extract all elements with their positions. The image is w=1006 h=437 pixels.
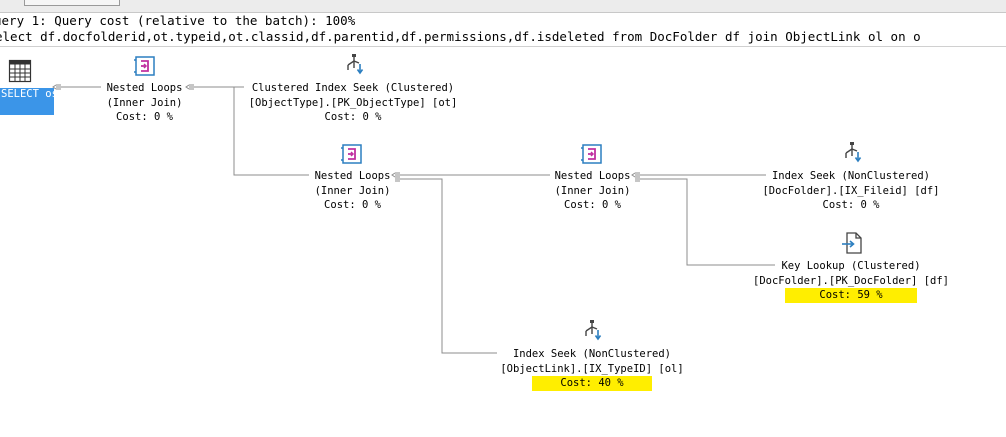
edge-nl2-to-nl1 bbox=[189, 86, 309, 176]
execution-plan-tab[interactable] bbox=[24, 0, 120, 6]
operator-name: Index Seek (NonClustered) bbox=[512, 348, 672, 360]
operator-cost: Cost: 0 % bbox=[324, 111, 382, 123]
operator-cost: Cost: 0 % bbox=[822, 199, 880, 211]
nested-loops-icon[interactable] bbox=[340, 142, 364, 169]
nested-loops-node[interactable]: Nested Loops (Inner Join) Cost: 0 % bbox=[84, 81, 205, 125]
nested-loops-icon[interactable] bbox=[580, 142, 604, 169]
header-divider bbox=[0, 46, 1006, 47]
operator-name: Clustered Index Seek (Clustered) bbox=[251, 82, 455, 94]
operator-cost-highlighted: Cost: 59 % bbox=[785, 288, 917, 303]
select-node-name: SELECT bbox=[1, 88, 39, 100]
key-lookup-icon[interactable] bbox=[840, 231, 864, 258]
operator-name: Nested Loops bbox=[106, 82, 183, 94]
operator-cost: Cost: 0 % bbox=[116, 111, 173, 123]
nested-loops-node[interactable]: Nested Loops (Inner Join) Cost: 0 % bbox=[292, 169, 413, 213]
select-node-cost: ost: 0 % bbox=[45, 88, 54, 100]
operator-name: Nested Loops bbox=[554, 170, 631, 182]
clustered-index-seek-node[interactable]: Clustered Index Seek (Clustered) [Object… bbox=[233, 81, 473, 125]
table-grid-icon[interactable] bbox=[8, 59, 32, 86]
operator-detail: (Inner Join) bbox=[106, 96, 183, 109]
edge-istype-to-nl2 bbox=[395, 178, 497, 354]
operator-name: Nested Loops bbox=[314, 170, 391, 182]
operator-cost: Cost: 0 % bbox=[564, 199, 621, 211]
operator-name: Key Lookup (Clustered) bbox=[781, 260, 921, 272]
nested-loops-node[interactable]: Nested Loops (Inner Join) Cost: 0 % bbox=[532, 169, 653, 213]
index-seek-icon[interactable] bbox=[342, 53, 366, 80]
operator-detail: [DocFolder].[IX_Fileid] [df] bbox=[762, 184, 940, 197]
edge-kl-to-nl3 bbox=[635, 178, 775, 266]
operator-cost-highlighted: Cost: 40 % bbox=[532, 376, 652, 391]
index-seek-icon[interactable] bbox=[580, 319, 604, 346]
key-lookup-node[interactable]: Key Lookup (Clustered) [DocFolder].[PK_D… bbox=[746, 259, 956, 303]
results-tab-strip bbox=[0, 0, 1006, 13]
operator-detail: (Inner Join) bbox=[314, 184, 391, 197]
index-seek-node[interactable]: Index Seek (NonClustered) [ObjectLink].[… bbox=[482, 347, 702, 391]
operator-detail: (Inner Join) bbox=[554, 184, 631, 197]
operator-detail: [DocFolder].[PK_DocFolder] [df] bbox=[753, 274, 949, 287]
index-seek-node[interactable]: Index Seek (NonClustered) [DocFolder].[I… bbox=[751, 169, 951, 213]
operator-detail: [ObjectLink].[IX_TypeID] [ol] bbox=[500, 362, 684, 375]
index-seek-icon[interactable] bbox=[840, 141, 864, 168]
operator-name: Index Seek (NonClustered) bbox=[771, 170, 931, 182]
operator-detail: [ObjectType].[PK_ObjectType] [ot] bbox=[248, 96, 458, 109]
query-cost-header: uery 1: Query cost (relative to the batc… bbox=[0, 13, 356, 28]
operator-cost: Cost: 0 % bbox=[324, 199, 381, 211]
select-node-label[interactable]: SELECT ost: 0 % bbox=[0, 88, 54, 115]
nested-loops-icon[interactable] bbox=[133, 54, 157, 81]
query-text[interactable]: elect df.docfolderid,ot.typeid,ot.classi… bbox=[0, 29, 921, 44]
